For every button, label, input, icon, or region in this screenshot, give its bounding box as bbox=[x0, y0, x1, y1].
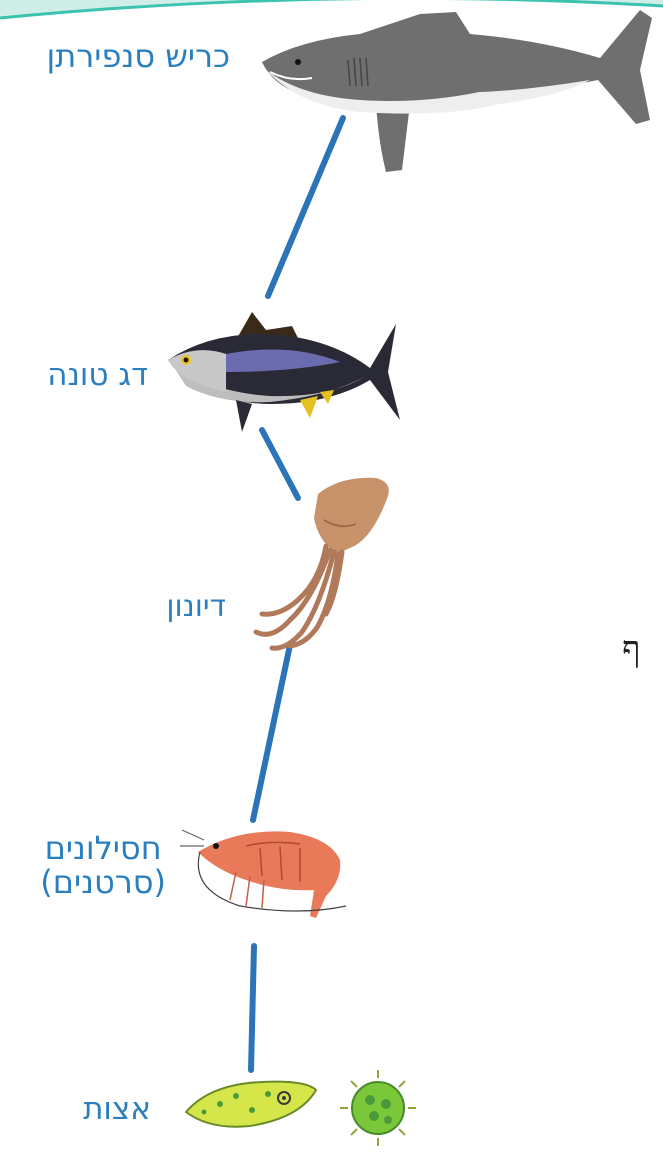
squid-icon bbox=[256, 478, 389, 648]
side-text-fragment: ף bbox=[622, 628, 641, 670]
organism-label-squid: דיונון bbox=[166, 590, 226, 625]
link-squid-krill bbox=[253, 645, 290, 820]
organism-label-krill-line1: חסילונים bbox=[40, 832, 166, 866]
link-tuna-squid bbox=[262, 430, 298, 498]
organism-label-tuna: דג טונה bbox=[47, 358, 148, 394]
great-white-shark-icon bbox=[262, 10, 652, 172]
link-krill-algae bbox=[251, 946, 254, 1070]
tuna-fish-icon bbox=[168, 312, 400, 432]
organism-label-algae: אצות bbox=[83, 1092, 151, 1128]
link-shark-tuna bbox=[268, 118, 343, 296]
shrimp-icon bbox=[180, 830, 346, 918]
organism-label-krill: חסילונים (סרטנים) bbox=[40, 832, 166, 899]
organism-label-shark: כריש סנפירתן bbox=[46, 38, 230, 75]
algae-icon bbox=[186, 1070, 416, 1146]
organism-label-krill-line2: (סרטנים) bbox=[40, 866, 166, 900]
